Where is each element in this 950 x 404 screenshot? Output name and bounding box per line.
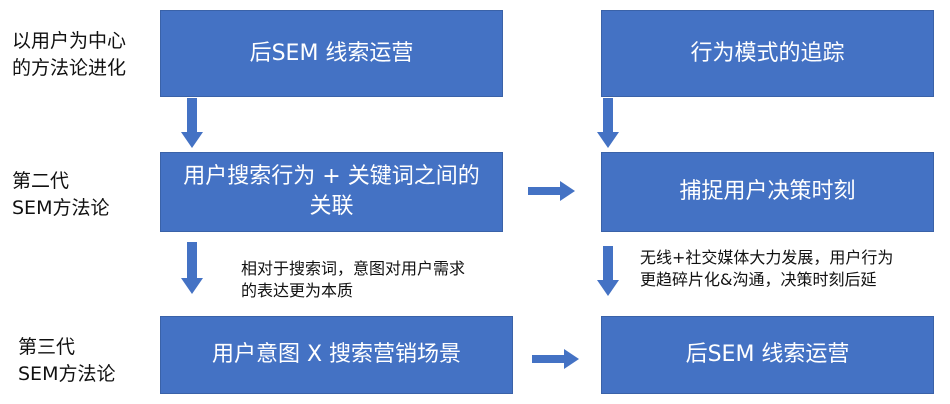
note-line: 的表达更为本质 (241, 281, 354, 300)
box-label-line: 关联 (309, 194, 354, 219)
down-arrow-icon (181, 98, 203, 148)
box-decision-moment: 捕捉用户决策时刻 (601, 152, 934, 232)
box-label: 捕捉用户决策时刻 (679, 179, 856, 204)
note-fragmentation: 无线+社交媒体大力发展，用户行为 更趋碎片化&沟通，决策时刻后延 (640, 247, 893, 291)
row-label-evolution: 以用户为中心 的方法论进化 (12, 28, 126, 82)
note-line: 相对于搜索词，意图对用户需求 (241, 259, 466, 278)
box-intent-search-scene: 用户意图 X 搜索营销场景 (160, 316, 513, 394)
note-line: 更趋碎片化&沟通，决策时刻后延 (640, 270, 877, 289)
box-label: 后SEM 线索运营 (249, 40, 414, 66)
row-label-line: SEM方法论 (18, 363, 116, 385)
box-post-sem-leads-top: 后SEM 线索运营 (160, 10, 503, 97)
down-arrow-icon (597, 98, 619, 148)
row-label-line: 第二代 (12, 170, 70, 192)
row-label-line: 的方法论进化 (12, 57, 127, 79)
box-search-keyword-relation: 用户搜索行为 + 关键词之间的 关联 (160, 152, 503, 232)
down-arrow-icon (181, 242, 203, 294)
down-arrow-icon (597, 246, 619, 296)
row-label-third-gen: 第三代 SEM方法论 (18, 334, 115, 388)
right-arrow-icon (528, 181, 575, 201)
box-label: 后SEM 线索运营 (685, 342, 850, 367)
box-behavior-tracking: 行为模式的追踪 (601, 10, 934, 97)
note-line: 无线+社交媒体大力发展，用户行为 (640, 248, 894, 267)
row-label-line: 以用户为中心 (12, 30, 127, 52)
box-label: 用户意图 X 搜索营销场景 (211, 342, 462, 367)
right-arrow-icon (532, 349, 579, 369)
note-intent-essence: 相对于搜索词，意图对用户需求 的表达更为本质 (241, 258, 465, 302)
row-label-line: 第三代 (18, 336, 76, 358)
box-label-line: 用户搜索行为 + 关键词之间的 (183, 164, 480, 189)
row-label-line: SEM方法论 (12, 197, 110, 219)
box-label: 行为模式的追踪 (690, 40, 845, 66)
row-label-second-gen: 第二代 SEM方法论 (12, 168, 109, 222)
box-post-sem-leads-bottom: 后SEM 线索运营 (601, 316, 934, 394)
